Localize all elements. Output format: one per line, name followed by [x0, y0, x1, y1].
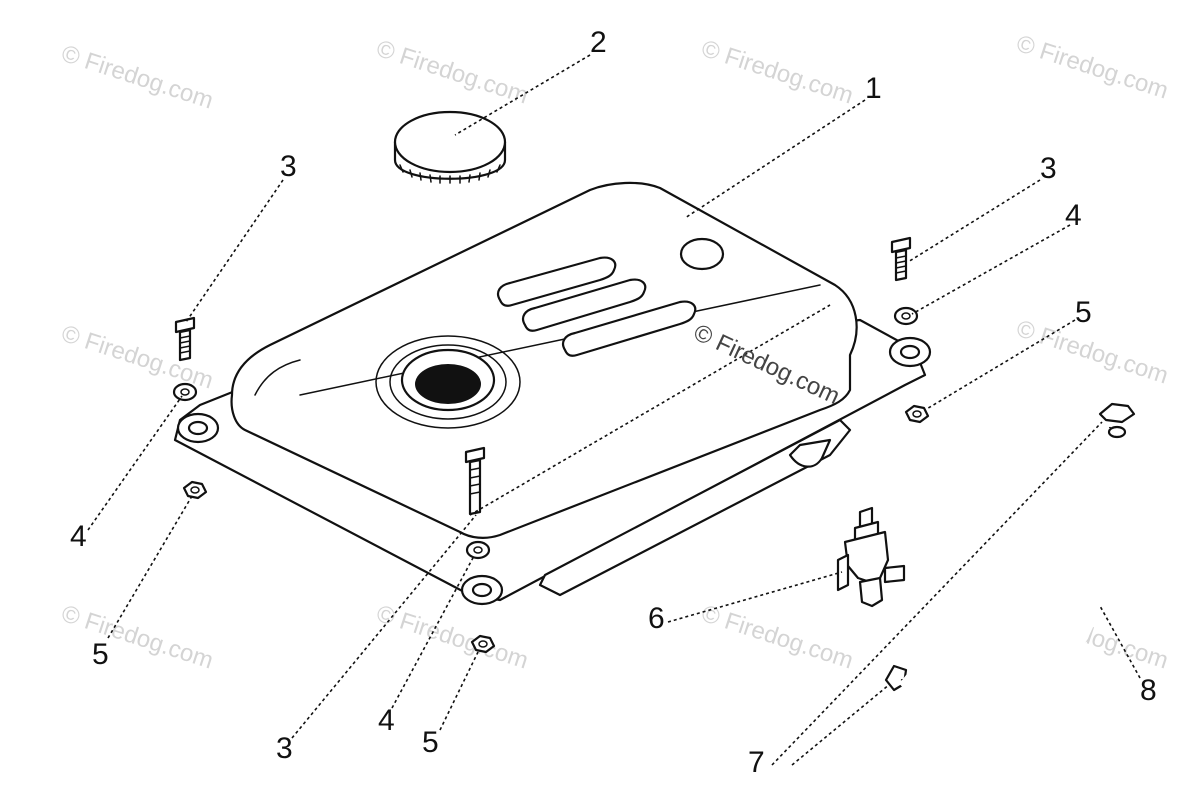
- fuel-hose-fill: [898, 427, 1116, 710]
- tank-top-crease: [299, 284, 821, 396]
- mount-boss-left-hole: [187, 420, 209, 436]
- tank-rib-2: [521, 278, 647, 332]
- fuel-gauge: [679, 237, 725, 271]
- callout-1: 1: [865, 72, 882, 105]
- callout-2: 2: [590, 26, 607, 59]
- watermark-2: © Firedog.com: [373, 35, 531, 109]
- watermark-10: © Firedog.com: [698, 600, 856, 674]
- tank-rib-3: [561, 300, 697, 357]
- washers: [172, 306, 919, 560]
- callout-4-left: 4: [70, 520, 87, 553]
- watermark-8: © Firedog.com: [58, 600, 216, 674]
- callout-4-center: 4: [378, 704, 395, 737]
- filler-neck: [375, 335, 521, 429]
- leader-lines: [87, 54, 1141, 766]
- callout-6: 6: [648, 602, 665, 635]
- watermark-3: © Firedog.com: [698, 35, 856, 109]
- watermark-1: © Firedog.com: [58, 40, 216, 114]
- callout-3-center: 3: [276, 732, 293, 765]
- fuel-hose-outline: [900, 426, 1112, 707]
- callouts: 2 1 3 3 4 5 4 5 6 8 4 5 3 7: [70, 26, 1157, 779]
- callout-3-right: 3: [1040, 152, 1057, 185]
- watermark-5: © Firedog.com: [58, 320, 216, 394]
- fuel-valve: [836, 506, 906, 608]
- mount-boss-right-hole: [899, 344, 921, 360]
- tank-bottom-edge: [538, 418, 852, 597]
- fuel-hose-end: [1107, 425, 1127, 439]
- fuel-tank: [173, 181, 932, 606]
- callout-5-right: 5: [1075, 296, 1092, 329]
- bolt-left: [174, 316, 196, 362]
- nuts: [182, 404, 930, 654]
- callout-3-left: 3: [280, 150, 297, 183]
- tank-shoulder-line: [254, 359, 301, 396]
- watermark-4: © Firedog.com: [1013, 30, 1171, 104]
- bolt-right: [890, 236, 912, 282]
- callout-5-left: 5: [92, 638, 109, 671]
- tank-rib-1: [496, 256, 617, 307]
- callout-7: 7: [748, 746, 765, 779]
- fuel-cap: [393, 110, 507, 184]
- tank-bottom-boss: [788, 438, 832, 468]
- callout-8: 8: [1140, 674, 1157, 707]
- watermark-7: © Firedog.com: [1013, 315, 1171, 389]
- mount-boss-front-hole: [471, 582, 493, 598]
- bolt-center: [464, 446, 486, 516]
- tank-body: [230, 181, 858, 539]
- callout-4-right: 4: [1065, 199, 1082, 232]
- callout-5-center: 5: [422, 726, 439, 759]
